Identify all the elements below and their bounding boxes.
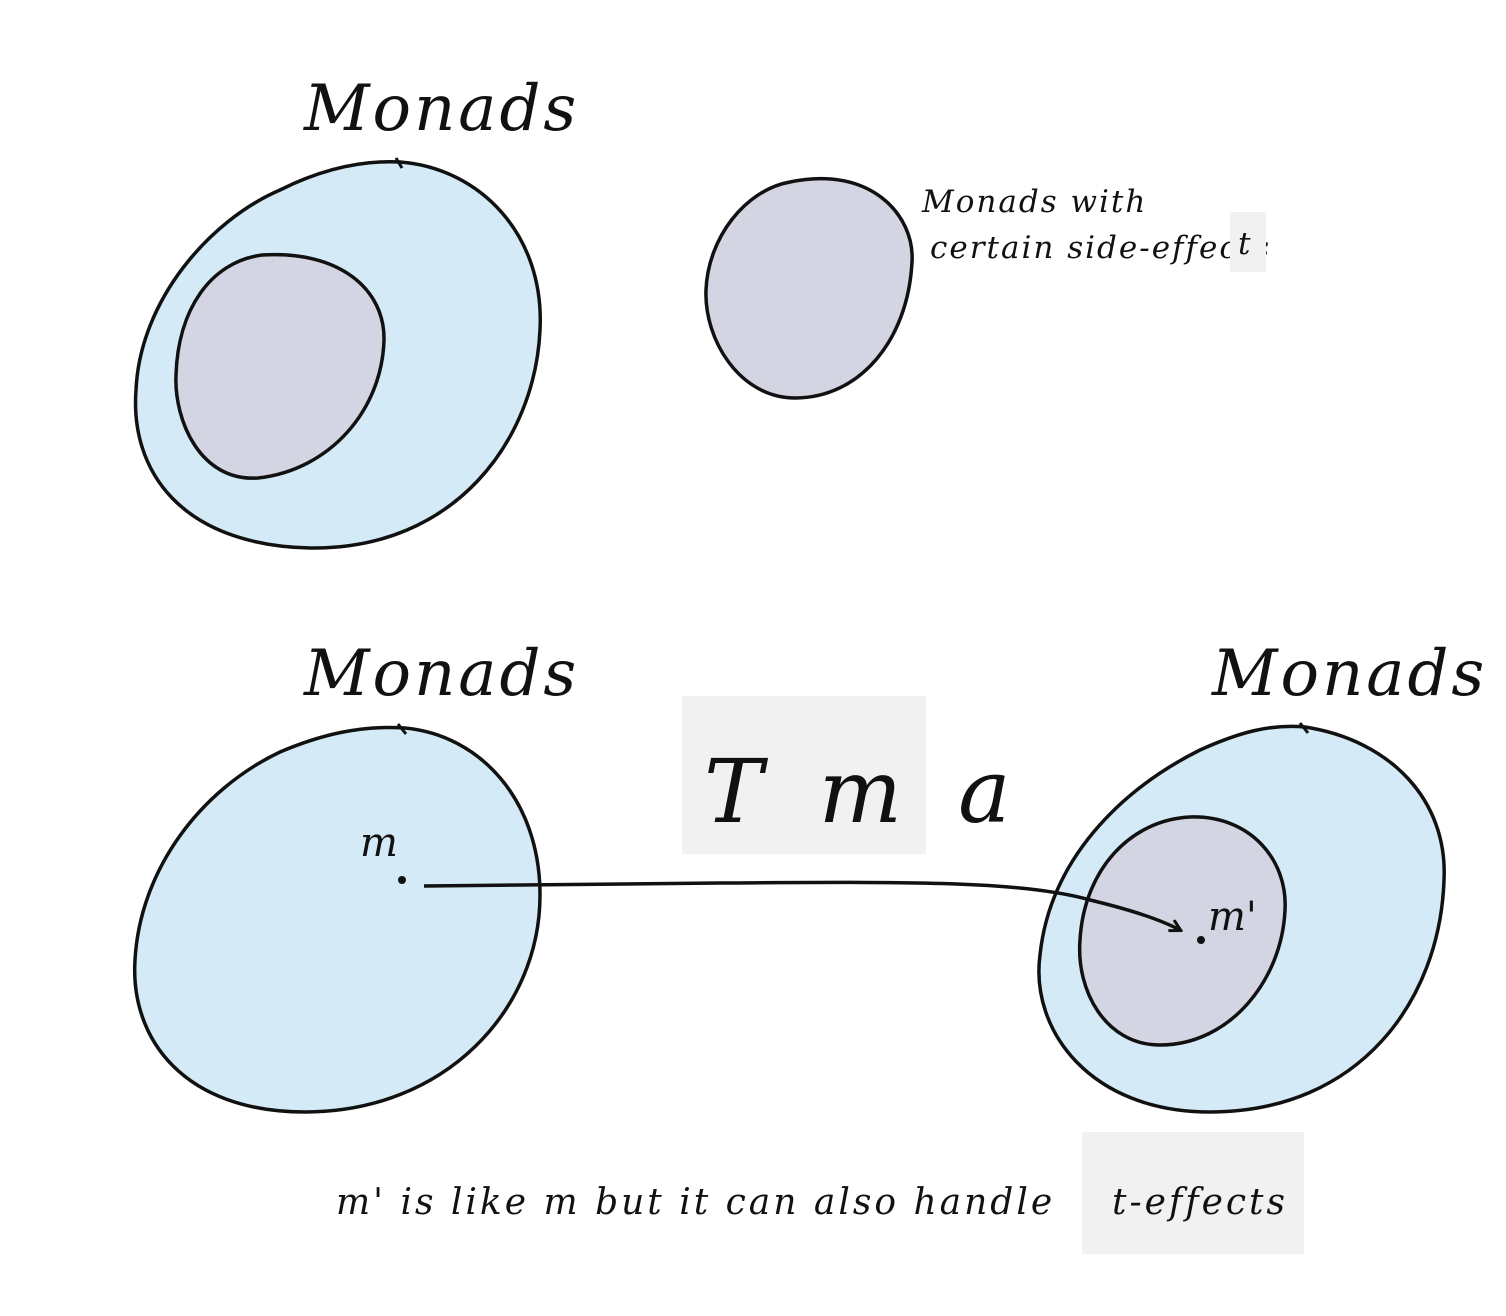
top-isolated-side-effect-set [704,176,914,400]
point-m [398,876,406,884]
subset-note-t: t [1238,226,1252,262]
transformer-label: T m a [704,740,1025,843]
caption-text: m' is like m but it can also handle [336,1182,1055,1223]
t-effects-highlight-box [1082,1132,1304,1254]
top-monads-blob-tick [394,157,404,169]
bottom-right-blob-tick [1298,722,1310,734]
bottom-left-monads-blob [132,725,542,1114]
t-highlight-box [1230,212,1266,272]
top-side-effect-subset [174,252,386,480]
transformer-arrow [423,880,1180,930]
bottom-left-monads-label: Monads [303,637,579,711]
top-section: Monads Monads with certain side-effects … [133,72,1271,550]
subset-note-line2: certain side-effects [930,230,1271,266]
top-monads-label: Monads [303,72,579,146]
point-m-prime [1197,936,1205,944]
subset-note-line1: Monads with [921,184,1147,220]
transformer-highlight-box [682,696,926,854]
point-m-prime-label: m' [1208,894,1257,940]
point-m-label: m [360,820,398,866]
bottom-right-monads-label: Monads [1211,637,1487,711]
caption-t-effects: t-effects [1112,1182,1288,1223]
caption: m' is like m but it can also handle t-ef… [336,1132,1304,1254]
bottom-left-blob-tick [396,723,408,735]
bottom-section: Monads Monads T m a m m' [132,637,1487,1114]
